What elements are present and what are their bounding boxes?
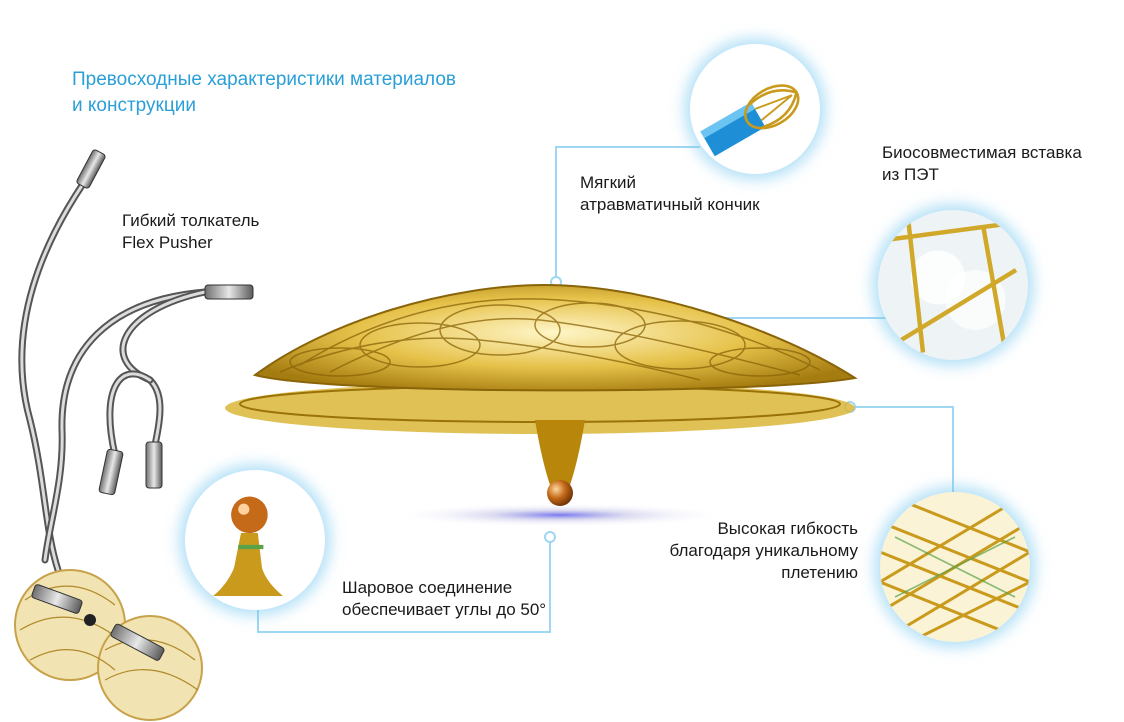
device-close-ups	[14, 569, 203, 721]
ball-joint-inset	[185, 470, 325, 610]
braid-flexibility-label-line-2: благодаря уникальному	[669, 541, 858, 560]
ball-joint-icon	[185, 470, 325, 610]
braid-flexibility-label-line-1: Высокая гибкость	[717, 519, 858, 538]
pet-insert-label-line-1: Биосовместимая вставка	[882, 143, 1082, 162]
pet-insert-label-line-2: из ПЭТ	[882, 165, 939, 184]
flex-pusher-label-line-1: Гибкий толкатель	[122, 211, 260, 230]
page-title: Превосходные характеристики материалов и…	[72, 67, 456, 119]
braid-flexibility-label: Высокая гибкость благодаря уникальному п…	[620, 518, 858, 584]
title-line-1: Превосходные характеристики материалов	[72, 69, 456, 90]
flex-pusher-label-line-2: Flex Pusher	[122, 233, 213, 252]
soft-tip-label-line-1: Мягкий	[580, 173, 636, 192]
flex-pusher-label: Гибкий толкатель Flex Pusher	[122, 210, 259, 254]
pet-insert-icon	[878, 210, 1028, 360]
pusher-tips	[76, 149, 254, 496]
pet-insert-label: Биосовместимая вставка из ПЭТ	[882, 142, 1082, 186]
soft-tip-label: Мягкий атравматичный кончик	[580, 172, 760, 216]
ball-joint-label: Шаровое соединение обеспечивает углы до …	[342, 577, 546, 621]
soft-tip-inset	[690, 44, 820, 174]
ball-joint-label-line-1: Шаровое соединение	[342, 578, 513, 597]
title-line-2: и конструкции	[72, 95, 196, 116]
braid-inset	[880, 492, 1030, 642]
occluder-device	[225, 283, 858, 527]
pet-insert-inset	[878, 210, 1028, 360]
ball-joint-label-line-2: обеспечивает углы до 50°	[342, 600, 547, 619]
flex-pusher-wires	[18, 156, 209, 574]
soft-tip-label-line-2: атравматичный кончик	[580, 195, 760, 214]
soft-tip-icon	[690, 44, 820, 174]
braid-flexibility-label-line-3: плетению	[781, 563, 858, 582]
braid-icon	[880, 492, 1030, 642]
